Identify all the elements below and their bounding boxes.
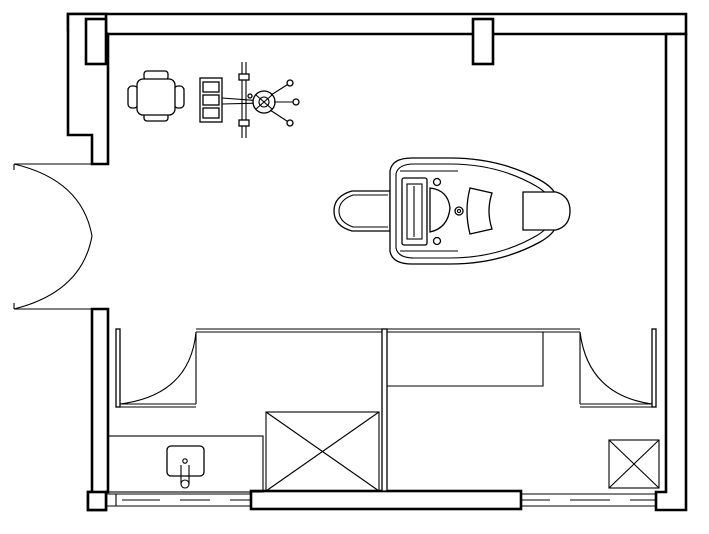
closet-divider: [381, 328, 388, 492]
wall-top: [66, 12, 688, 36]
wall-bottom-left-post: [86, 490, 108, 512]
counter: [107, 435, 264, 493]
storage-box-large: [265, 411, 380, 492]
wall-bottom-center: [249, 489, 523, 511]
closet-left-jamb: [115, 328, 121, 408]
closet-door-left: [119, 331, 197, 405]
exterior-walls: [66, 12, 688, 512]
closet-shelf: [387, 331, 544, 387]
entry-double-door: [13, 163, 93, 310]
window-icon: [106, 493, 656, 507]
delivery-arm: [221, 62, 300, 138]
pilaster-right: [471, 17, 495, 66]
wall-right: [654, 32, 688, 512]
cabinet-unit: [199, 77, 223, 123]
dental-chair: [333, 157, 571, 265]
closet-door-right: [579, 331, 653, 405]
pilaster-left: [84, 17, 108, 66]
storage-box-small: [608, 439, 660, 489]
sink: [166, 445, 205, 489]
closet-right-jamb: [651, 328, 657, 408]
wall-left-lower: [86, 307, 110, 512]
storage-closets: [115, 328, 657, 492]
operator-stool: [127, 70, 185, 122]
